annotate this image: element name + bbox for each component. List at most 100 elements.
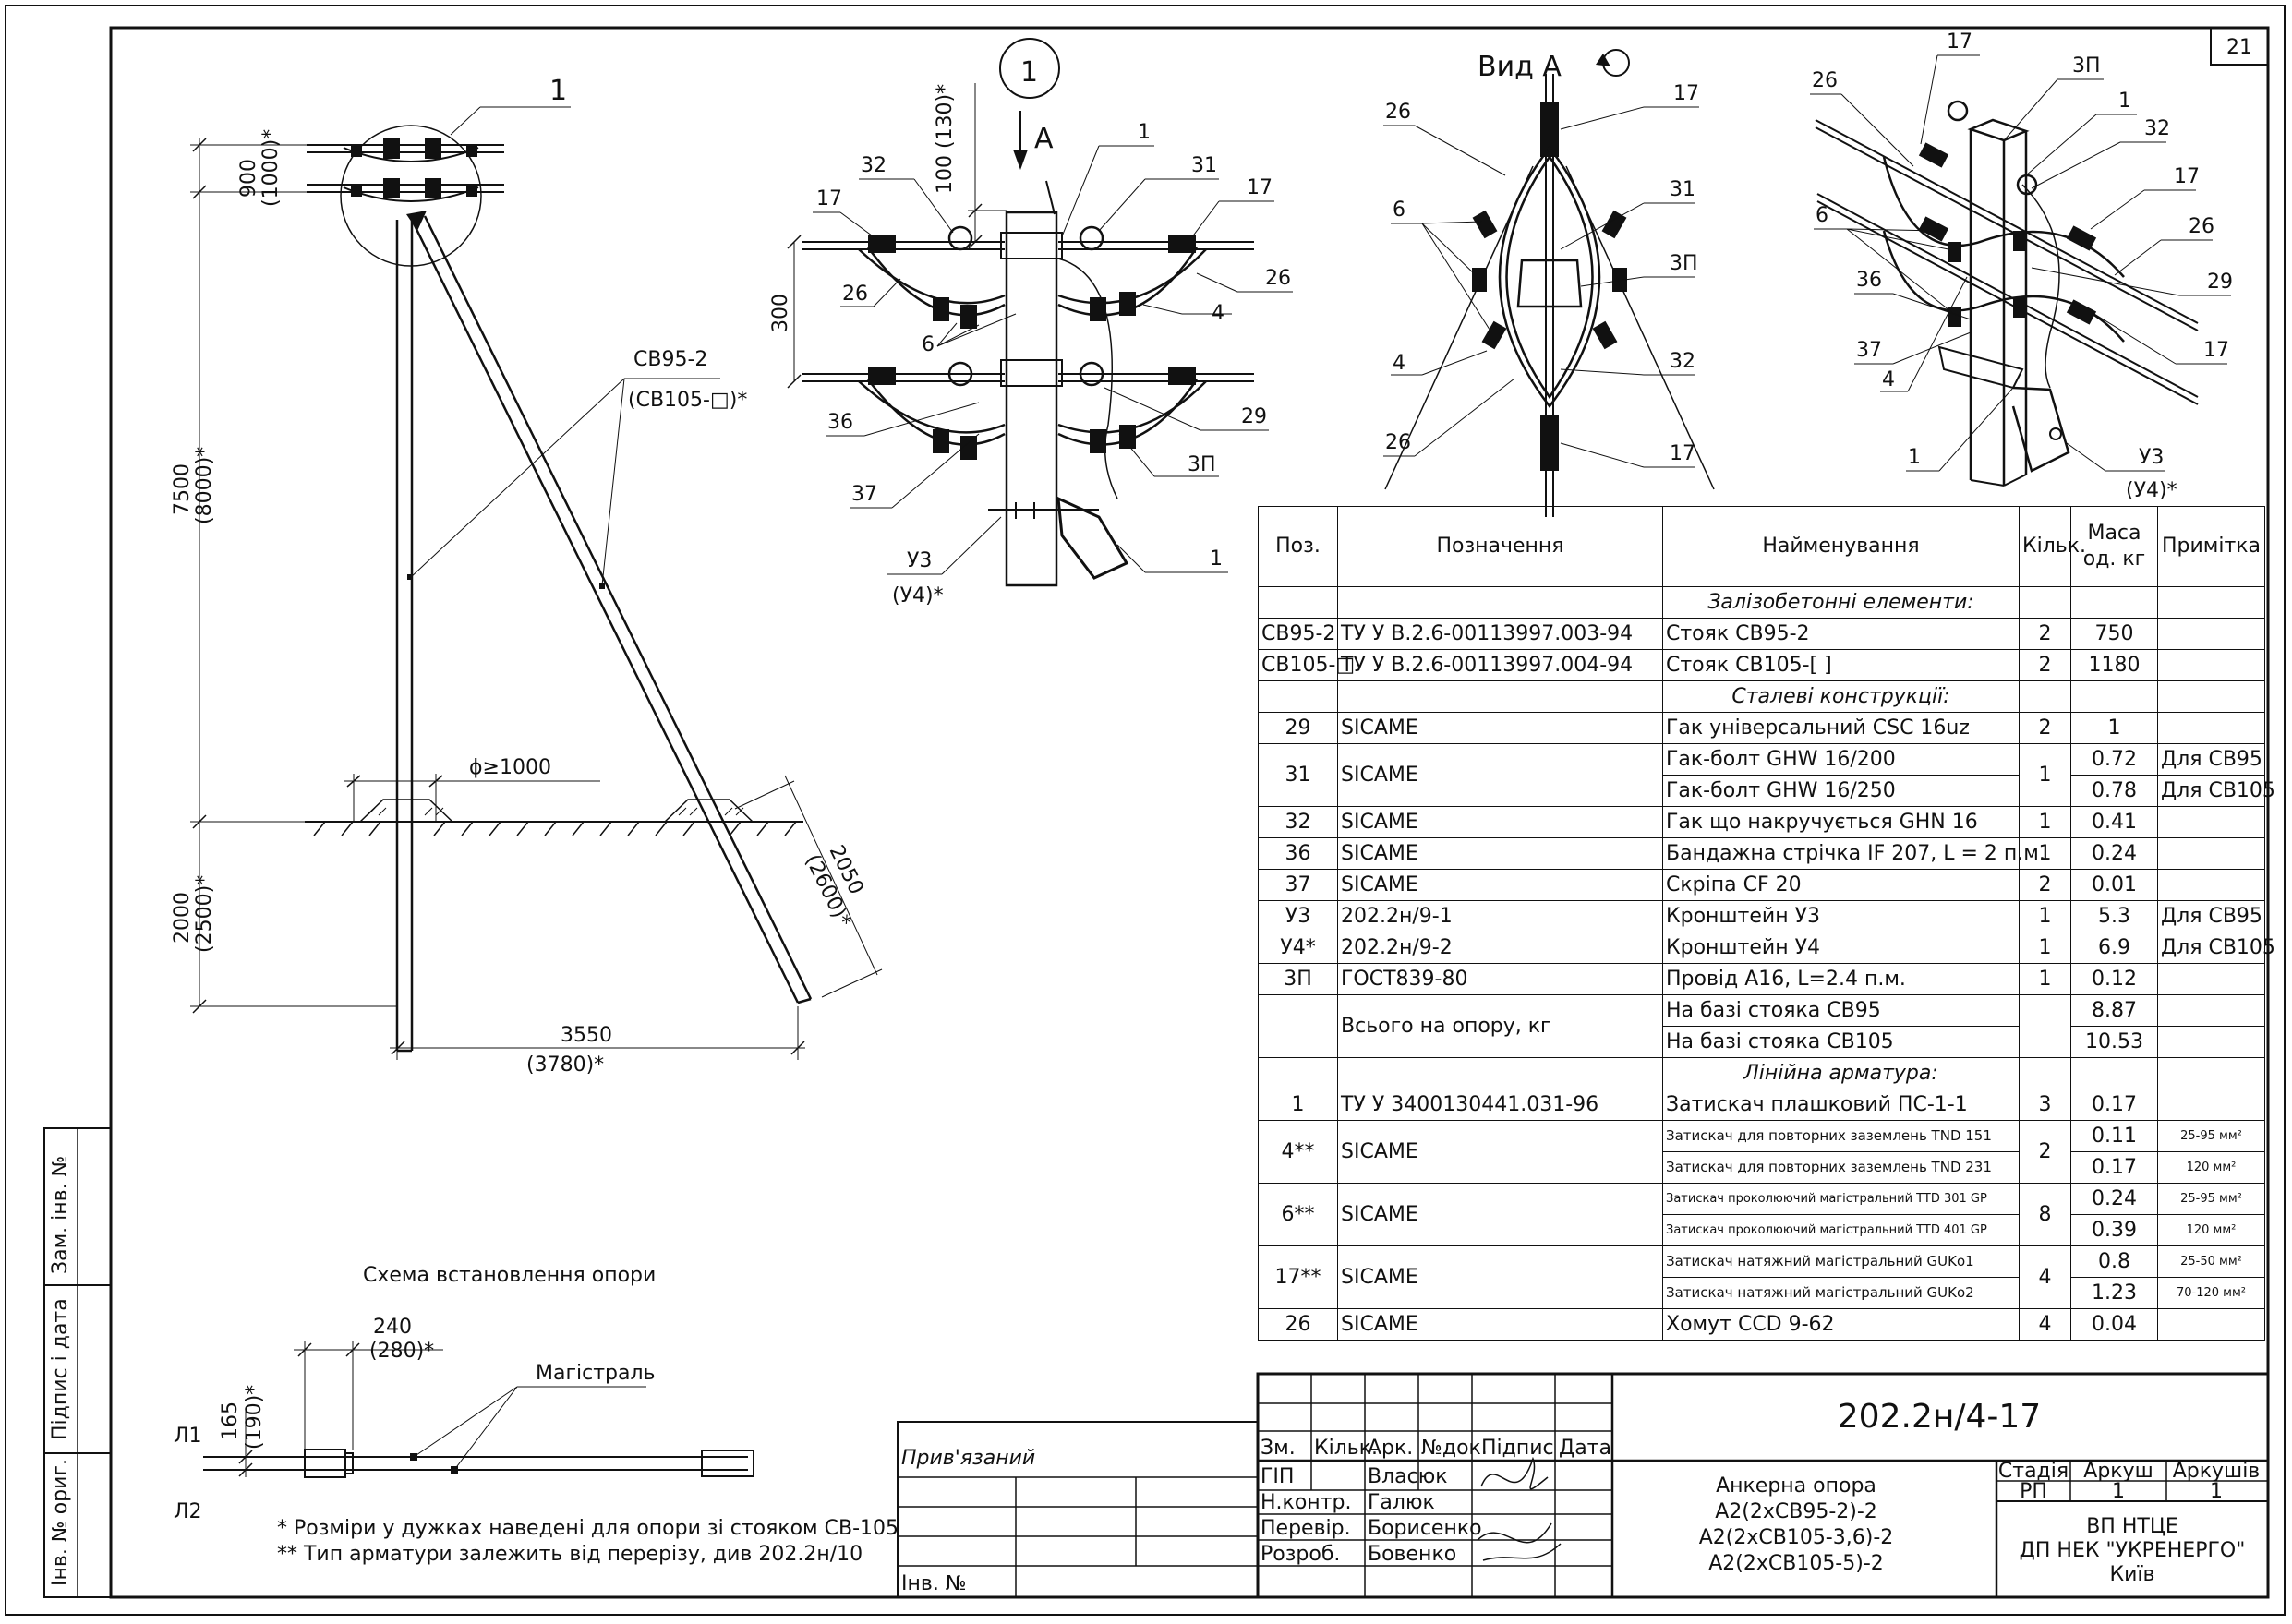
attached-label: Прив'язаний [901, 1447, 1035, 1470]
role-nkontr: Н.контр. [1261, 1491, 1351, 1514]
sheet-number-box [2210, 27, 2269, 66]
scheme-dim-h-alt: (190)* [243, 1385, 266, 1450]
sheet-value: 1 [2112, 1480, 2125, 1503]
elevation-callout: 1 [549, 75, 567, 107]
section-row: Залізобетонні елементи: [1258, 586, 2265, 619]
iso-label-26b: 26 [2189, 215, 2214, 238]
name-rozrob: Бовенко [1368, 1543, 1456, 1566]
va-label-17b: 17 [1670, 442, 1695, 465]
th-designation: Позначення [1337, 506, 1663, 587]
outer-frame [5, 5, 2286, 1616]
title-line-4: А2(2хСВ105-5)-2 [1708, 1552, 1884, 1575]
table-row: Затискач для повторних заземлень TND 231… [1259, 1151, 2265, 1184]
org-line-2: ДП НЕК "УКРЕНЕРГО" [2020, 1539, 2246, 1562]
section-concrete: Залізобетонні елементи: [1662, 586, 2020, 619]
sheet-header: Аркуш [2083, 1460, 2153, 1483]
base-dim-alt: (3780)* [526, 1053, 604, 1077]
va-label-6: 6 [1393, 198, 1405, 222]
detail-1: 1 А [769, 38, 1293, 607]
section-fittings: Лінійна арматура: [1662, 1057, 2020, 1089]
drawing-code: 202.2н/4-17 [1838, 1398, 2041, 1436]
col-sheet: Арк. [1368, 1437, 1413, 1460]
iso-label-17a: 17 [1947, 30, 1972, 54]
d1-label-1b: 1 [1210, 547, 1223, 571]
va-label-31: 31 [1670, 178, 1695, 201]
sheets-value: 1 [2210, 1480, 2223, 1503]
pole-elevation: ϕ≥1000 900 (1000)* 7500 (8000)* 2000 (25… [171, 75, 883, 1077]
d1-label-32: 32 [861, 154, 887, 177]
d1-label-26a: 26 [842, 283, 868, 306]
height-dim-alt: (8000)* [193, 447, 216, 524]
iso-label-6: 6 [1816, 204, 1828, 227]
d1-label-36: 36 [827, 411, 853, 434]
note-1: * Розміри у дужках наведені для опори зі… [277, 1517, 899, 1540]
detail-dim-spacing: 300 [769, 294, 792, 332]
iso-label-37: 37 [1856, 339, 1882, 362]
post-label-alt: (СВ105-□)* [628, 389, 747, 412]
d1-label-u3: У3 [907, 549, 932, 572]
side-stamp-orig: Інв. № ориг. [49, 1459, 72, 1586]
iso-view: 17 3П 26 1 32 17 6 26 36 29 37 17 4 1 У3… [1810, 30, 2233, 502]
signature-1 [1480, 1456, 1549, 1490]
depth-dim: 2000 [171, 892, 194, 944]
role-perevir: Перевір. [1261, 1517, 1351, 1540]
iso-label-u4: (У4)* [2126, 479, 2177, 502]
va-label-26b: 26 [1385, 431, 1411, 454]
title-line-3: А2(2хСВ105-3,6)-2 [1699, 1526, 1894, 1549]
scheme-mains: Магістраль [536, 1362, 656, 1385]
view-a-title: Вид А [1478, 51, 1562, 83]
name-gip: Власюк [1368, 1465, 1448, 1488]
scheme-dim-w: 240 [373, 1316, 412, 1339]
d1-label-1: 1 [1138, 121, 1151, 144]
org-line-3: Київ [2110, 1563, 2155, 1586]
install-scheme: Схема встановлення опори 240 (280)* 165 … [174, 1264, 899, 1566]
scheme-line-2: Л2 [174, 1500, 202, 1523]
view-arrow-label: А [1034, 123, 1054, 155]
th-pos: Поз. [1258, 506, 1338, 587]
sheets-header: Аркушів [2173, 1460, 2261, 1483]
side-stamp-replace: Зам. інв. № [49, 1156, 72, 1275]
height-dim: 7500 [171, 463, 194, 515]
col-doc: №док. [1421, 1437, 1488, 1460]
name-nkontr: Галюк [1368, 1491, 1435, 1514]
base-dim: 3550 [561, 1024, 612, 1047]
signature-2 [1477, 1522, 1562, 1561]
iso-label-32: 32 [2144, 117, 2170, 140]
title-line-1: Анкерна опора [1716, 1474, 1876, 1498]
iso-label-1: 1 [2118, 90, 2131, 113]
install-title: Схема встановлення опори [363, 1264, 656, 1287]
top-dim: 900 [237, 159, 260, 198]
col-qty: Кільк. [1314, 1437, 1378, 1460]
iso-label-29: 29 [2207, 271, 2233, 294]
d1-label-17b: 17 [1247, 176, 1273, 199]
col-change: Зм. [1261, 1437, 1296, 1460]
iso-label-36: 36 [1856, 269, 1882, 292]
iso-label-26a: 26 [1812, 69, 1838, 92]
iso-label-17c: 17 [2203, 339, 2229, 362]
detail-dim-gap: 100 (130)* [934, 84, 957, 194]
d1-label-31: 31 [1191, 154, 1217, 177]
title-line-2: А2(2хСВ95-2)-2 [1715, 1500, 1877, 1523]
section-row: Сталеві конструкції: [1258, 680, 2265, 713]
th-note: Примітка [2157, 506, 2265, 587]
th-name: Найменування [1662, 506, 2020, 587]
scheme-line-1: Л1 [174, 1425, 202, 1448]
depth-dim-alt: (2500)* [193, 875, 216, 953]
stage-header: Стадія [1998, 1460, 2069, 1483]
col-date: Дата [1559, 1437, 1611, 1460]
d1-label-17a: 17 [816, 187, 842, 211]
